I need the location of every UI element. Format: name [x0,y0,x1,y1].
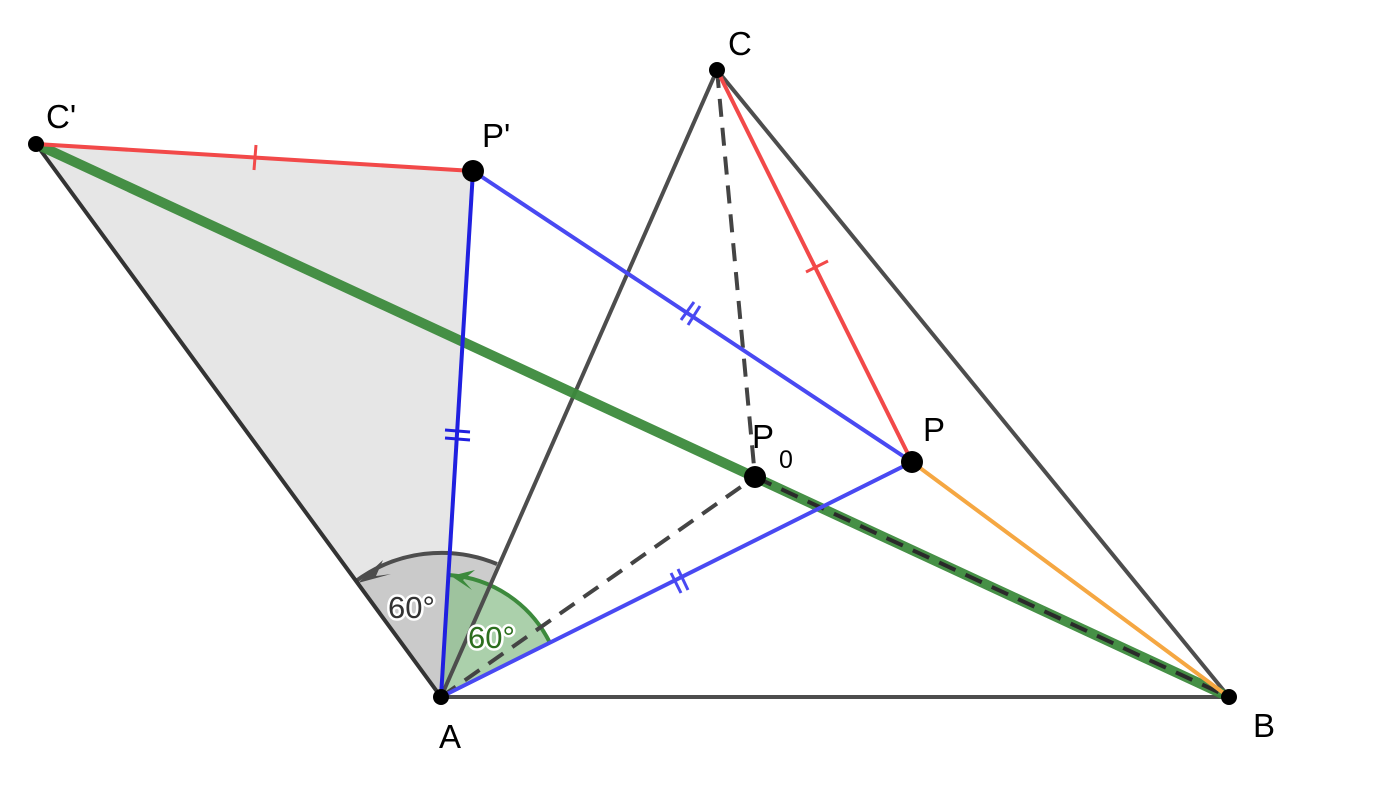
dashed-c-p0 [715,69,757,478]
tick-c-p [805,259,829,274]
segment-b-c [715,68,1231,699]
angle-label-green: 60° [468,620,515,655]
segment-a-c [439,69,719,698]
tick-a-pprime-1 [444,428,471,434]
label-c: C [728,25,752,62]
shaded-triangle-a-cprime-pprime [36,144,473,697]
angle-arrow-green [451,570,475,590]
label-p: P [923,411,945,448]
tick-a-p-2 [676,568,690,591]
label-p0: P [752,418,774,455]
point-p [901,451,923,473]
segment-p-b [910,460,1231,699]
tick-pprime-p-2 [679,301,696,321]
label-b: B [1253,707,1275,744]
tick-a-pprime-2 [444,436,471,442]
angle-sector-green [441,575,550,697]
label-p0-subscript: 0 [779,446,793,474]
label-cprime: C' [46,98,76,135]
point-pprime [462,160,484,182]
segment-a-pprime [439,170,475,698]
point-p0 [744,466,766,488]
tick-cprime-pprime [252,144,258,171]
label-pprime: P' [482,117,510,154]
point-c [709,62,725,78]
tick-pprime-p-1 [686,305,702,326]
angle-arrow-grey [358,560,391,583]
segment-a-cprime [34,142,443,699]
label-a: A [439,718,461,755]
segment-c-p [715,69,914,463]
point-b [1221,689,1237,705]
point-a [433,689,449,705]
dashed-p0-b [754,475,1230,699]
tick-a-p-1 [669,572,683,594]
angle-label-grey: 60° [388,590,435,625]
dashed-a-p0 [439,475,757,699]
segment-a-p [440,460,913,699]
point-cprime [28,136,44,152]
